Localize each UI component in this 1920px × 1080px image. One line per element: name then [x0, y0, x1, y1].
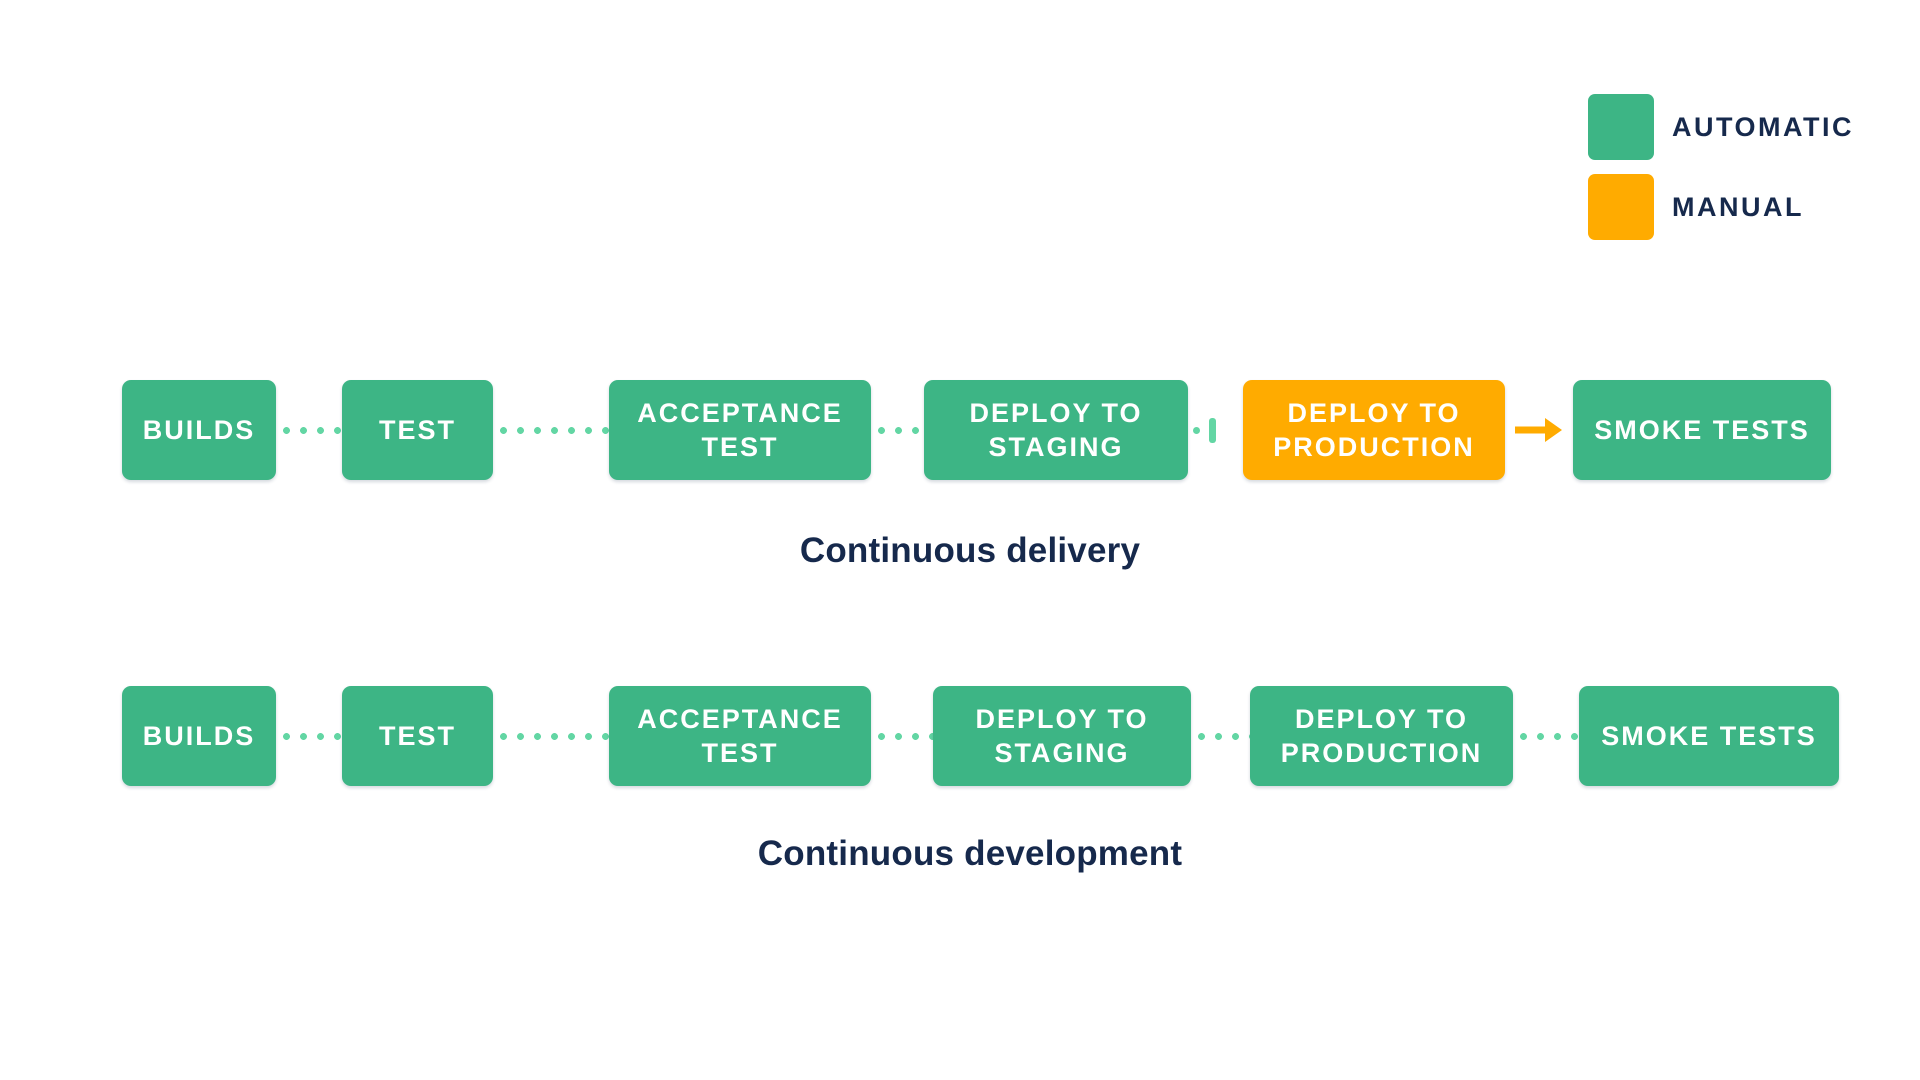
dotted-connector — [1513, 732, 1579, 740]
stage-deploy-to-staging: DEPLOY TO STAGING — [924, 380, 1188, 480]
dotted-connector — [871, 426, 924, 434]
dotted-connector — [1191, 732, 1250, 740]
stage-deploy-to-production: DEPLOY TO PRODUCTION — [1250, 686, 1513, 786]
arrow-right-icon — [1515, 418, 1562, 442]
pipeline-continuous-delivery: BUILDS TEST ACCEPTANCE TEST DEPLOY TO ST… — [122, 380, 1831, 480]
connector-dot-icon — [1193, 426, 1200, 434]
stage-deploy-to-production: DEPLOY TO PRODUCTION — [1243, 380, 1505, 480]
stage-builds: BUILDS — [122, 686, 276, 786]
caption-continuous-delivery: Continuous delivery — [799, 531, 1141, 570]
dotted-connector — [493, 426, 609, 434]
stage-builds: BUILDS — [122, 380, 276, 480]
legend-swatch-automatic-icon — [1588, 94, 1654, 160]
pipeline-continuous-development: BUILDS TEST ACCEPTANCE TEST DEPLOY TO ST… — [122, 686, 1839, 786]
legend-item-manual: MANUAL — [1588, 174, 1854, 240]
legend-label-automatic: AUTOMATIC — [1672, 111, 1854, 142]
dotted-connector — [276, 426, 342, 434]
caption-continuous-development: Continuous development — [757, 834, 1183, 873]
stage-acceptance-test: ACCEPTANCE TEST — [609, 380, 871, 480]
stage-test: TEST — [342, 380, 493, 480]
dotted-connector — [276, 732, 342, 740]
legend-label-manual: MANUAL — [1672, 191, 1804, 222]
stage-deploy-to-staging: DEPLOY TO STAGING — [933, 686, 1191, 786]
stage-smoke-tests: SMOKE TESTS — [1579, 686, 1839, 786]
stage-test: TEST — [342, 686, 493, 786]
legend: AUTOMATIC MANUAL — [1588, 94, 1854, 254]
stage-smoke-tests: SMOKE TESTS — [1573, 380, 1831, 480]
legend-item-automatic: AUTOMATIC — [1588, 94, 1854, 160]
stage-acceptance-test: ACCEPTANCE TEST — [609, 686, 871, 786]
legend-swatch-manual-icon — [1588, 174, 1654, 240]
manual-gate-bar-icon — [1209, 417, 1216, 443]
dotted-connector — [871, 732, 933, 740]
dotted-connector — [493, 732, 609, 740]
manual-arrow-connector — [1505, 415, 1573, 445]
manual-gate-connector — [1188, 417, 1243, 443]
